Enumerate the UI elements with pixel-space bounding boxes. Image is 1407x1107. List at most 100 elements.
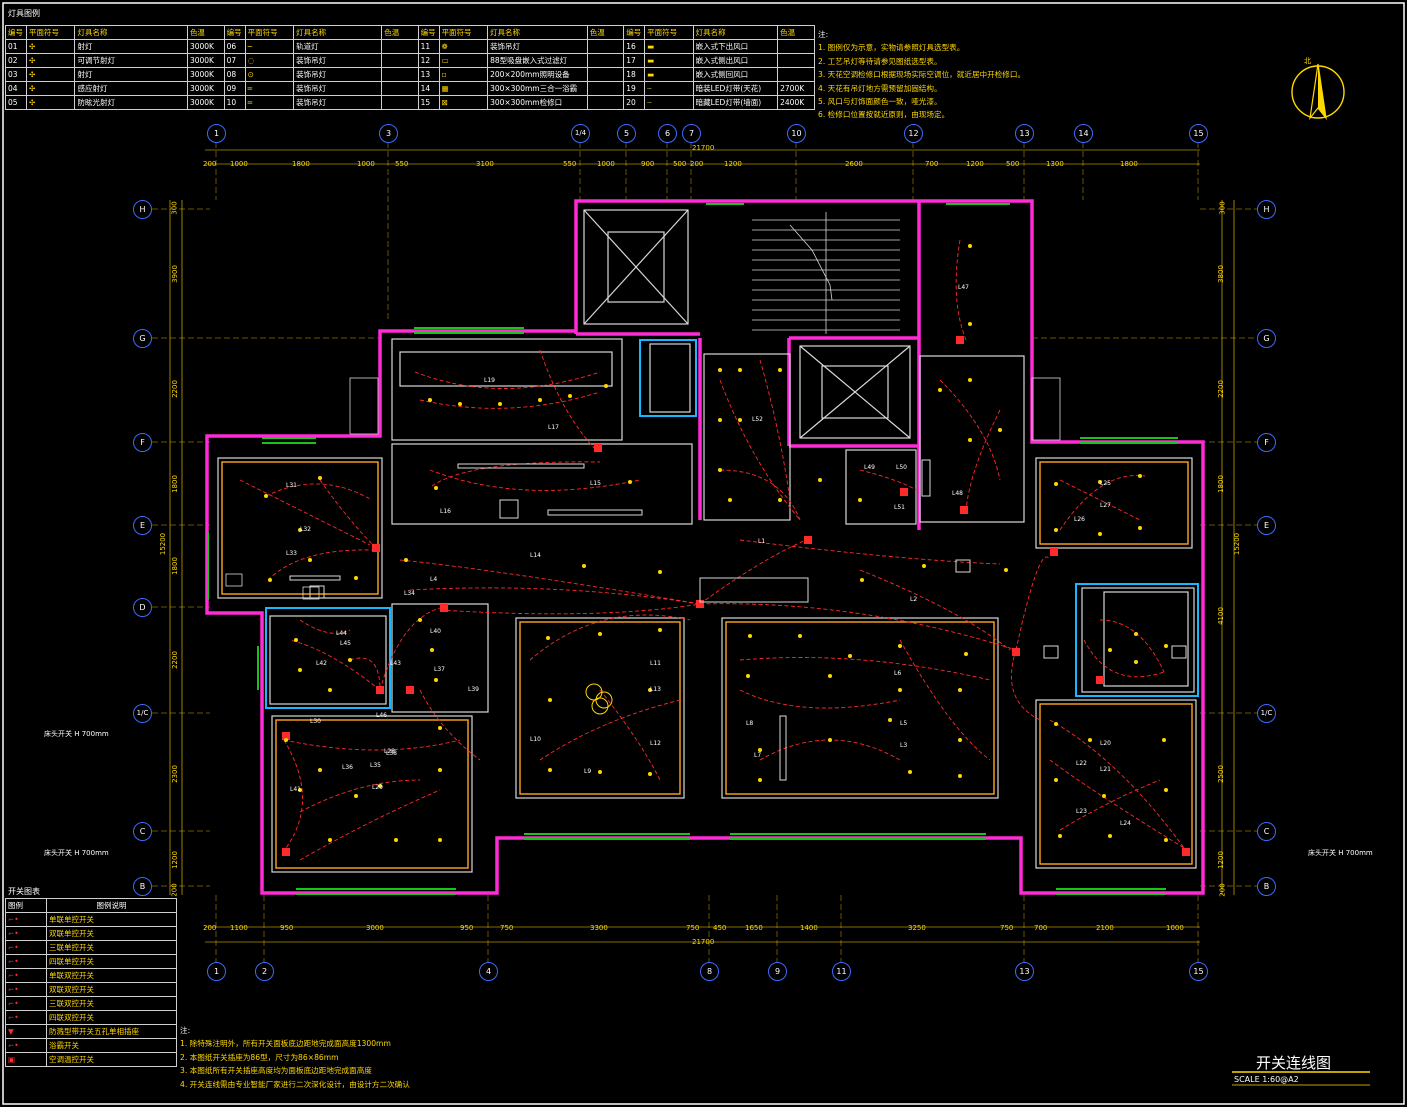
legend-symbol-icon: ◌ (244, 53, 295, 68)
legend-header-row: 编号 平面符号 灯具名称 色温 编号 平面符号 灯具名称 色温 编号 平面符号 … (5, 25, 815, 40)
circuit-label: L37 (434, 666, 445, 673)
legend-symbol-icon: ▬ (644, 39, 694, 54)
circuit-label: L10 (530, 736, 541, 743)
legend-symbol-icon: ✣ (25, 67, 76, 82)
circuit-label: L33 (286, 550, 297, 557)
dimension-text: 1800 (1216, 475, 1225, 493)
bottom-notes: 注: 1. 除特殊注明外，所有开关面板底边距地完成面高度1300mm 2. 本图… (180, 1024, 410, 1091)
circuit-label: L52 (752, 416, 763, 423)
legend-cell: 装饰吊灯 (293, 67, 383, 82)
legend-cell (381, 95, 419, 110)
switch-legend-cell: 三联双控开关 (46, 996, 177, 1011)
circuit-label: L50 (896, 464, 907, 471)
circuit-label: L8 (746, 720, 754, 727)
axis-marker: 9 (768, 962, 787, 981)
switch-legend-header: 图例 图例说明 (5, 898, 177, 913)
switch-icon: ⌐• (5, 954, 47, 969)
circuit-label: L20 (1100, 740, 1111, 747)
switch-legend-cell: 四联双控开关 (46, 1010, 177, 1025)
legend-cell: 14 (417, 81, 440, 96)
legend-symbol-icon: ✣ (25, 39, 76, 54)
legend-symbol-icon: ═ (244, 95, 295, 110)
switch-icon: ⌐• (5, 1010, 47, 1025)
legend-symbol-icon: ▫ (438, 67, 489, 82)
legend-symbol-icon: ⊠ (438, 95, 489, 110)
legend-symbol-icon: ✣ (25, 95, 76, 110)
dimension-text: 300 (1218, 201, 1227, 215)
circuit-label: L36 (342, 764, 353, 771)
dimension-text: 750 (1000, 924, 1014, 932)
axis-marker: E (1257, 516, 1276, 535)
dimension-text: 3900 (170, 265, 179, 283)
circuit-label: L11 (650, 660, 661, 667)
legend-cell: 05 (5, 95, 27, 110)
dimension-text: 1000 (1166, 924, 1184, 932)
circuit-label: L28 (384, 748, 395, 755)
dimension-text: 750 (500, 924, 514, 932)
legend-title: 灯具图例 (8, 9, 40, 18)
switch-icon: ⌐• (5, 926, 47, 941)
legend-cell: 10 (223, 95, 246, 110)
switch-legend-row: ▼防溅型带开关五孔单相插座 (5, 1024, 177, 1039)
circuit-label: L9 (584, 768, 592, 775)
dimension-text: 200 (203, 160, 217, 168)
legend-cell: 暗装LED灯带(天花) (692, 81, 779, 96)
circuit-label: L24 (1120, 820, 1131, 827)
dimension-text: 550 (395, 160, 409, 168)
circuit-label: L30 (310, 718, 321, 725)
dimension-total: 15200 (1233, 532, 1242, 556)
circuit-label: L41 (290, 786, 301, 793)
circuit-label: L32 (300, 526, 311, 533)
switch-legend-cell: 空调温控开关 (46, 1052, 177, 1067)
note-line: 1. 图例仅为示意，实物请参照灯具选型表。 (818, 43, 965, 53)
circuit-label: L22 (1076, 760, 1087, 767)
legend-cell (381, 81, 419, 96)
legend-header-cell: 平面符号 (644, 25, 694, 40)
axis-marker: C (133, 822, 152, 841)
legend-symbol-icon: ▭ (438, 53, 489, 68)
legend-cell: 300×300mm检修口 (487, 95, 588, 110)
circuit-label: L34 (404, 590, 415, 597)
legend-cell (381, 53, 419, 68)
legend-cell: 3000K (186, 39, 225, 54)
legend-cell: 感应射灯 (74, 81, 188, 96)
switch-legend-header-cell: 图例说明 (46, 898, 177, 913)
switch-legend-row: ⌐•浴霸开关 (5, 1038, 177, 1053)
legend-cell: 嵌入式下出风口 (692, 39, 779, 54)
circuit-label: L31 (286, 482, 297, 489)
legend-header-cell: 编号 (5, 25, 27, 40)
axis-marker: F (133, 433, 152, 452)
note-line: 2. 工艺吊灯等待请参见图纸选型表。 (818, 56, 942, 66)
dimension-text: 2500 (1216, 765, 1225, 783)
dimension-text: 4100 (1216, 607, 1225, 625)
top-notes: 注: 1. 图例仅为示意，实物请参照灯具选型表。 2. 工艺吊灯等待请参见图纸选… (818, 28, 1025, 122)
dimension-total: 21700 (692, 144, 715, 152)
legend-cell: 13 (417, 67, 440, 82)
circuit-label: L40 (430, 628, 441, 635)
legend-header-cell: 平面符号 (438, 25, 489, 40)
legend-cell: 08 (223, 67, 246, 82)
switch-legend-row: ⌐•双联单控开关 (5, 926, 177, 941)
legend-cell (381, 39, 419, 54)
socket-icon: ▼ (5, 1024, 47, 1039)
circuit-label: L15 (590, 480, 601, 487)
circuit-label: L1 (758, 538, 766, 545)
legend-cell (777, 53, 815, 68)
dimension-text: 200 (690, 160, 704, 168)
axis-marker: 14 (1074, 124, 1093, 143)
circuit-label: L12 (650, 740, 661, 747)
legend-header-cell: 色温 (186, 25, 225, 40)
dimension-text: 200 (203, 924, 217, 932)
dimension-text: 950 (280, 924, 294, 932)
axis-marker: G (133, 329, 152, 348)
axis-marker: 6 (658, 124, 677, 143)
legend-cell: 19 (623, 81, 646, 96)
circuit-label: L16 (440, 508, 451, 515)
axis-marker: 15 (1189, 962, 1208, 981)
dimension-text: 1200 (724, 160, 742, 168)
circuit-label: L19 (484, 377, 495, 384)
dimension-text: 1800 (292, 160, 310, 168)
